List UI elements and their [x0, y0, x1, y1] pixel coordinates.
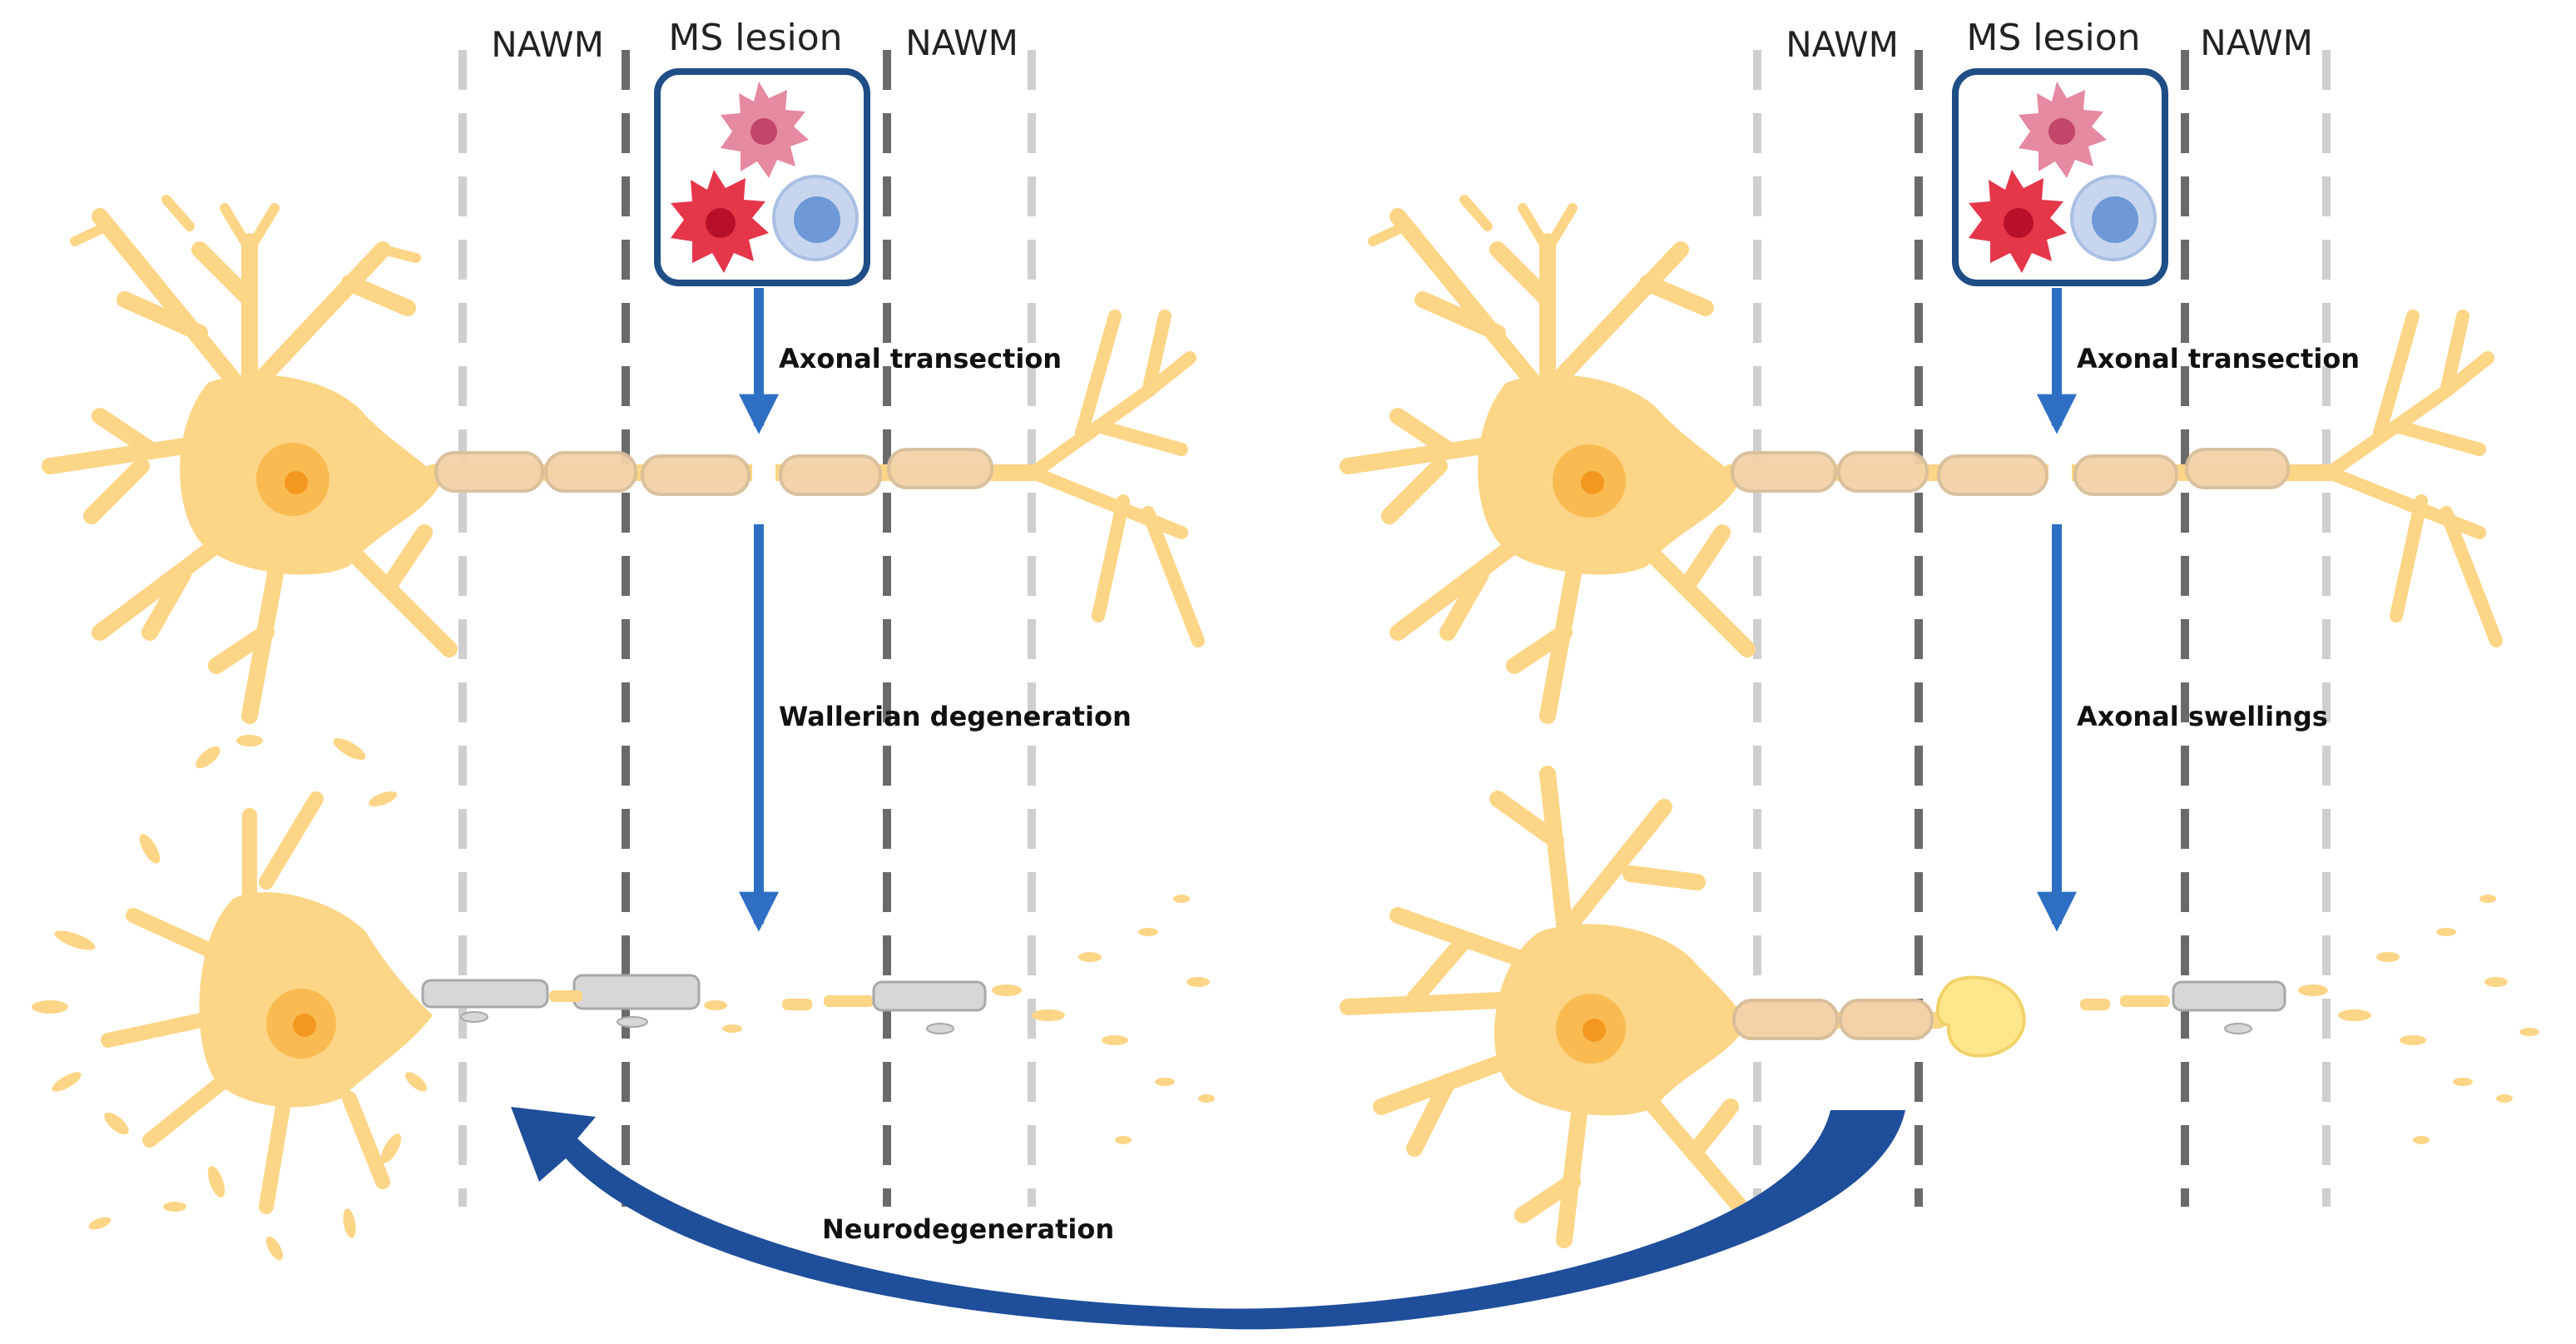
- panel-left: NAWM MS lesion NAWM Axonal transection W…: [32, 17, 1215, 1261]
- nucleolus-icon: [285, 471, 308, 494]
- macrophage-cell-icon: [1969, 170, 2067, 273]
- transection-label: Axonal transection: [2077, 343, 2360, 374]
- neuron-degenerated: [32, 735, 1215, 1261]
- nucleolus-icon: [1583, 1019, 1606, 1042]
- lymphocyte-cell-icon: [2070, 175, 2157, 261]
- panel-right: NAWM MS lesion NAWM Axonal transection A…: [1340, 17, 2539, 1248]
- zone-label-ms-lesion: MS lesion: [668, 17, 842, 59]
- axonal-swelling: [1935, 975, 2026, 1058]
- myelin-sheath-bottom: [1732, 999, 1934, 1040]
- nucleolus-icon: [1581, 471, 1604, 494]
- transection-label: Axonal transection: [779, 343, 1062, 374]
- myelin-sheath-top: [434, 448, 993, 496]
- nucleolus-icon: [293, 1014, 316, 1037]
- myelin-sheath-top: [1731, 448, 2290, 496]
- zone-label-ms-lesion: MS lesion: [1966, 17, 2140, 59]
- neurodegeneration-label: Neurodegeneration: [822, 1213, 1114, 1245]
- zone-label-nawm-right: NAWM: [2200, 22, 2313, 63]
- lymphocyte-cell-icon: [772, 175, 859, 261]
- neuron-swollen-axon: [1340, 766, 2539, 1248]
- lesion-box: [654, 68, 870, 286]
- transection-gap: [2048, 463, 2072, 484]
- transection-gap: [752, 463, 775, 484]
- microglia-cell-icon: [721, 82, 809, 178]
- macrophage-cell-icon: [671, 170, 769, 273]
- neuron-healthy-soma: [180, 374, 441, 575]
- dendrite-fragments: [32, 735, 428, 1261]
- process-label: Wallerian degeneration: [779, 701, 1132, 732]
- process-label: Axonal swellings: [2077, 701, 2328, 732]
- zone-label-nawm-left: NAWM: [491, 24, 604, 65]
- neuron-healthy-soma: [1478, 374, 1739, 575]
- zone-label-nawm-left: NAWM: [1786, 24, 1899, 65]
- lesion-box: [1952, 68, 2168, 286]
- axon-debris-left: [421, 974, 742, 1033]
- axon-debris-right: [782, 895, 1215, 1144]
- axon-debris-right: [2080, 895, 2539, 1144]
- microglia-cell-icon: [2019, 82, 2107, 178]
- zone-label-nawm-right: NAWM: [905, 22, 1018, 63]
- neurodegeneration-feedback-arrow: [511, 1107, 1905, 1330]
